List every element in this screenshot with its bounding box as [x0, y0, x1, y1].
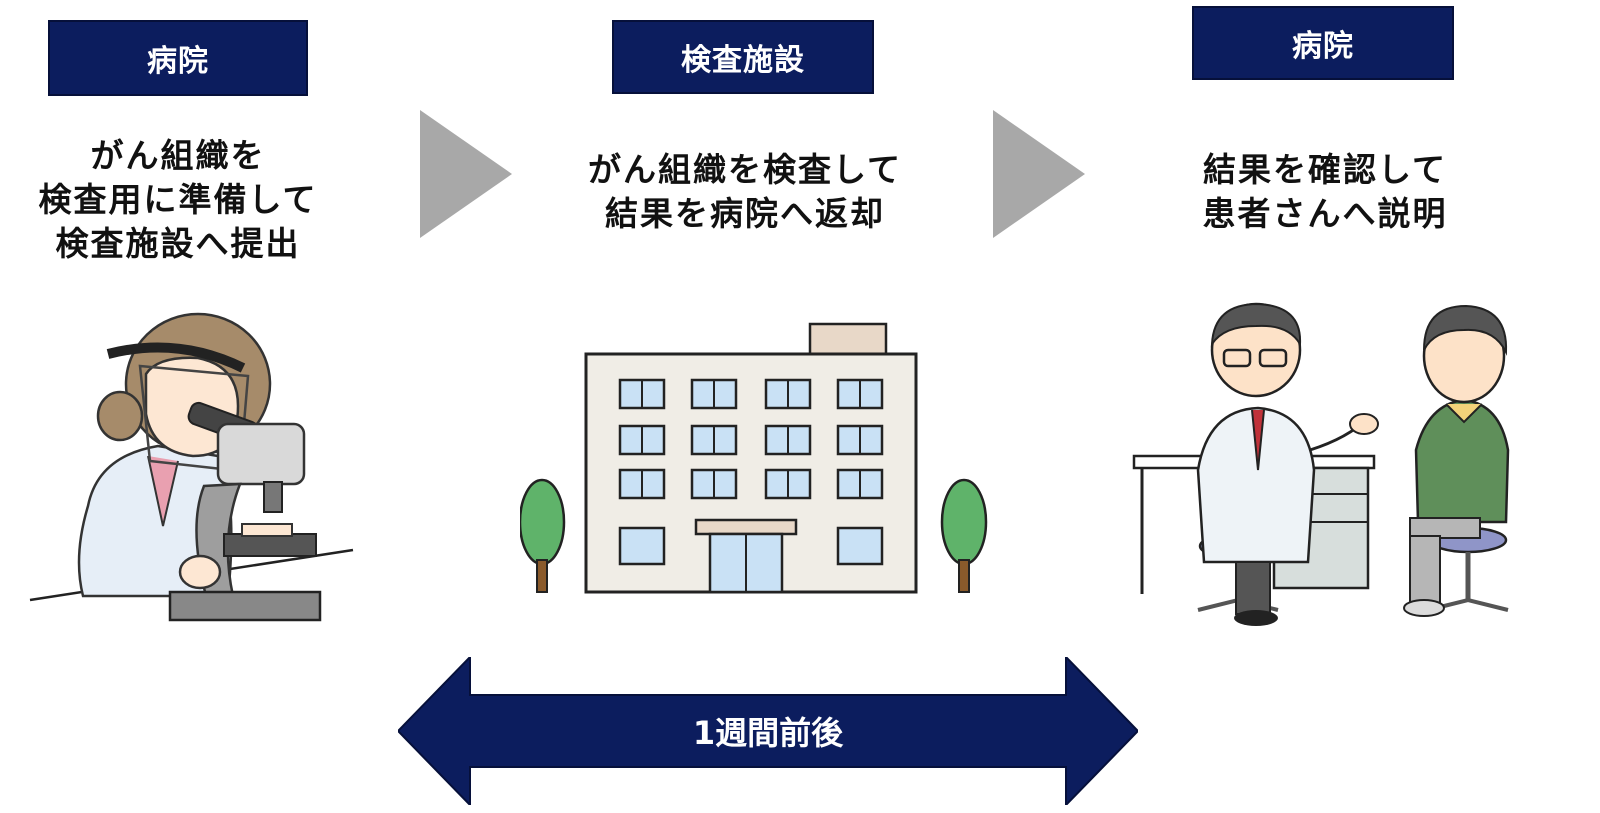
stage1-line3: 検査施設へ提出	[55, 224, 301, 263]
testing-facility-building-illustration-icon	[520, 322, 988, 594]
stage1-line2: 検査用に準備して	[38, 180, 318, 219]
stage2-line2: 結果を病院へ返却	[605, 194, 885, 233]
stage1-description: がん組織を 検査用に準備して 検査施設へ提出	[0, 134, 356, 266]
stage2-line1: がん組織を検査して	[587, 150, 902, 189]
stage3-line1: 結果を確認して	[1202, 150, 1447, 189]
stage3-label: 病院	[1192, 6, 1454, 80]
stage1-label: 病院	[48, 20, 308, 96]
lab-technician-microscope-illustration-icon	[29, 312, 354, 622]
stage3-line2: 患者さんへ説明	[1202, 194, 1448, 233]
duration-label: 1週間前後	[692, 714, 844, 752]
doctor-patient-consultation-illustration-icon	[1132, 302, 1510, 626]
stage2-description: がん組織を検査して 結果を病院へ返却	[560, 148, 930, 236]
stage3-description: 結果を確認して 患者さんへ説明	[1140, 148, 1510, 236]
stage2-label: 検査施設	[612, 20, 874, 94]
flow-arrow-2	[993, 110, 1085, 238]
stage1-line1: がん組織を	[90, 136, 266, 175]
duration-double-arrow	[398, 657, 1138, 805]
flow-arrow-1	[420, 110, 512, 238]
